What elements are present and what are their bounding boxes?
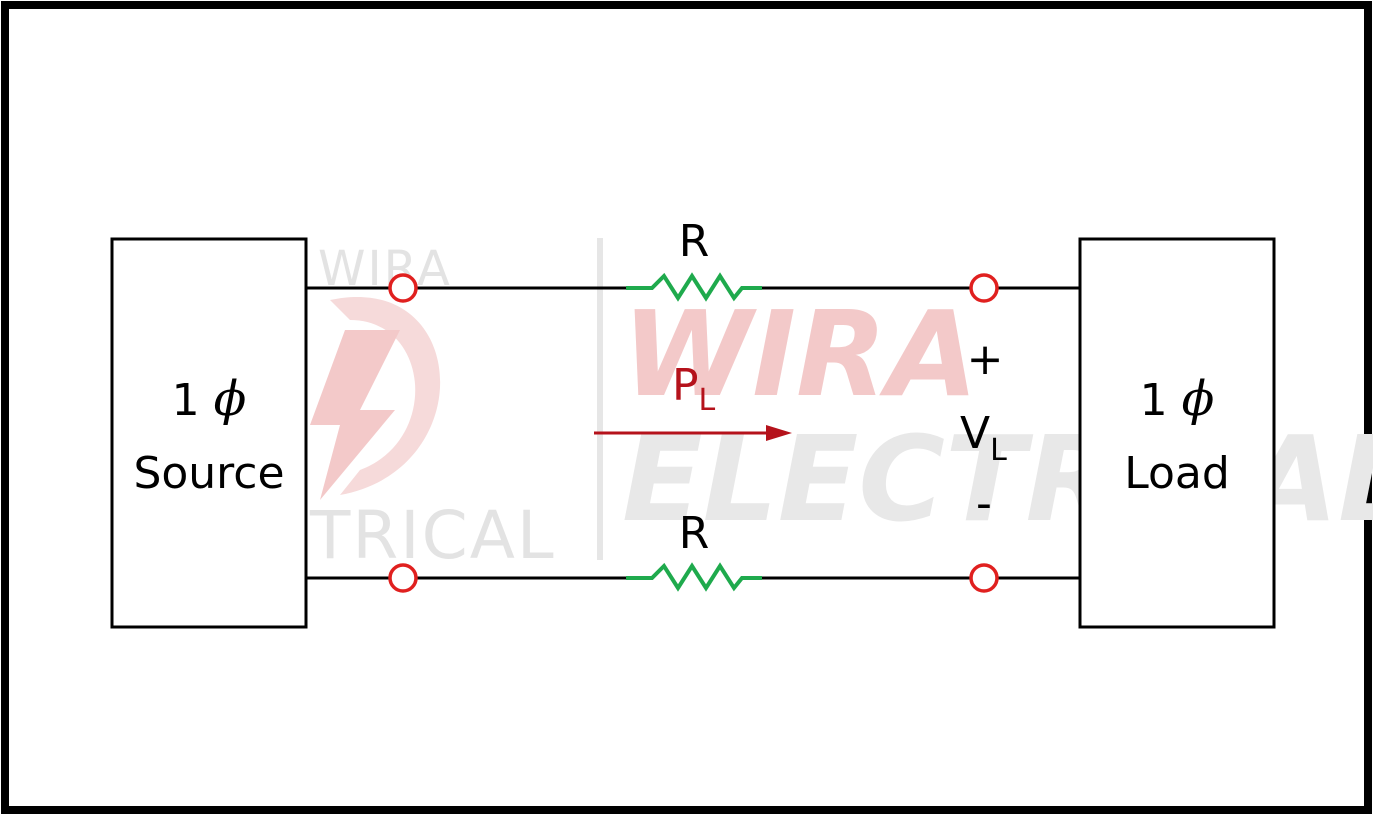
watermark-logo-bottom-text: TRICAL	[309, 497, 556, 574]
voltage-minus: -	[976, 478, 992, 529]
resistor-bottom	[626, 562, 762, 592]
voltage-label: VL	[960, 408, 1007, 468]
terminal-load-bottom	[969, 563, 999, 593]
terminal-source-bottom	[388, 563, 418, 593]
wires	[306, 286, 1080, 580]
resistor-top-label: R	[679, 216, 710, 267]
voltage-plus: +	[967, 334, 1004, 385]
watermark-wira-text: WIRA	[622, 285, 978, 423]
resistor-top	[626, 272, 762, 302]
resistor-bottom-label: R	[679, 508, 710, 559]
source-box	[110, 237, 308, 629]
load-box	[1078, 237, 1276, 629]
terminals	[388, 273, 999, 593]
power-flow-arrow-icon	[594, 425, 792, 441]
power-label: PL	[672, 360, 716, 418]
source-label: Source	[133, 448, 284, 499]
load-label: Load	[1124, 448, 1230, 499]
terminal-source-top	[388, 273, 418, 303]
terminal-load-top	[969, 273, 999, 303]
watermark-logo-icon	[310, 296, 441, 500]
